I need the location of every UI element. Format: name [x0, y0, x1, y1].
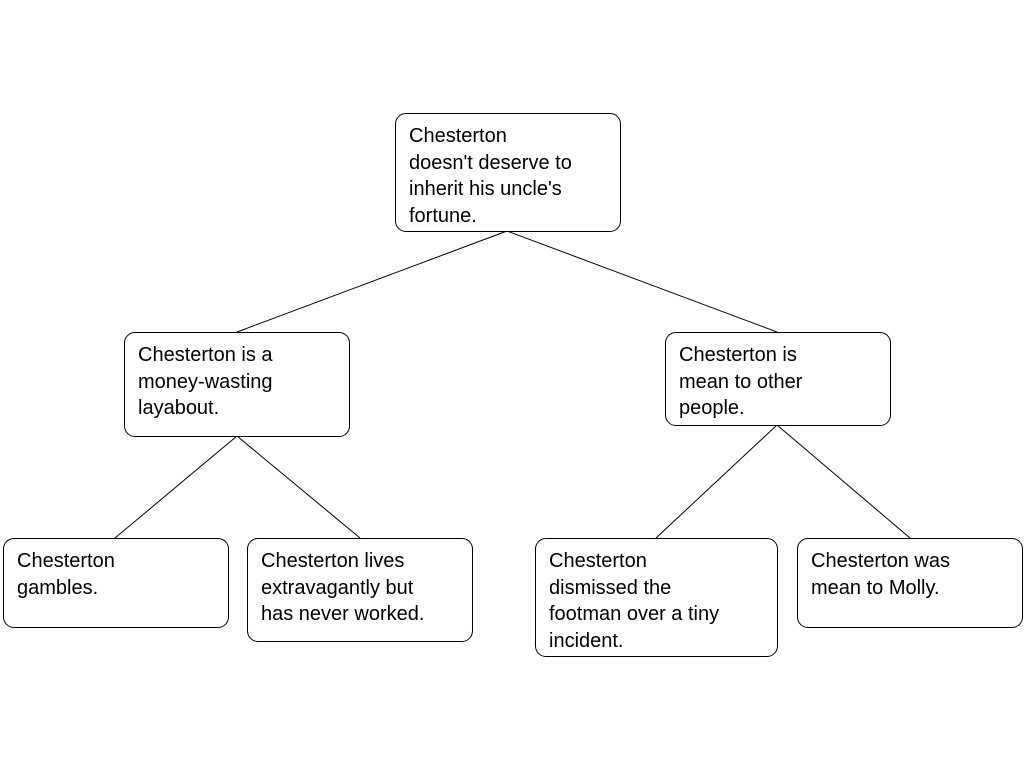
left-reason-node: Chesterton is a money-wasting layabout.	[124, 332, 350, 437]
root-claim-node: Chesterton doesn't deserve to inherit hi…	[395, 113, 621, 232]
evidence-node-gambles: Chesterton gambles.	[3, 538, 229, 628]
edge-left-leaf2	[236, 435, 361, 539]
edge-root-right	[506, 230, 778, 333]
edge-root-left	[236, 230, 508, 333]
evidence-node-footman: Chesterton dismissed the footman over a …	[535, 538, 778, 657]
edge-right-leaf3	[655, 424, 778, 539]
edge-left-leaf1	[114, 435, 238, 539]
right-reason-node: Chesterton is mean to other people.	[665, 332, 891, 426]
edge-right-leaf4	[776, 424, 911, 539]
evidence-node-molly: Chesterton was mean to Molly.	[797, 538, 1023, 628]
evidence-node-extravagant: Chesterton lives extravagantly but has n…	[247, 538, 473, 642]
